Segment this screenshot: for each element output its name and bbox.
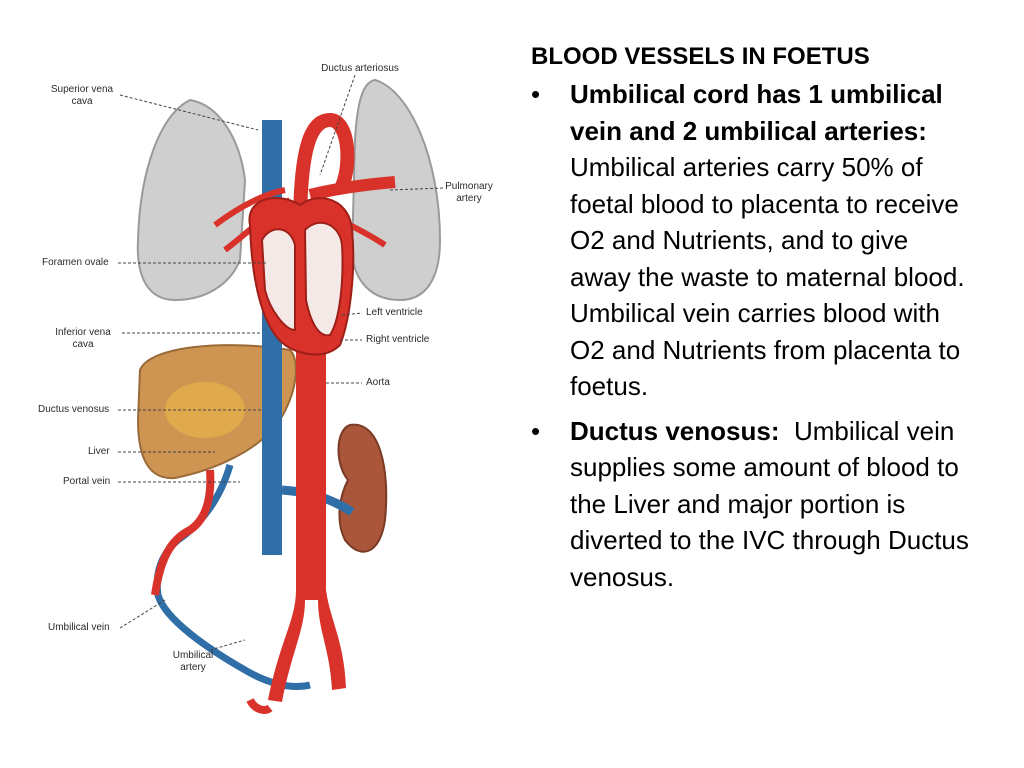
- circulation-illustration: [118, 74, 444, 714]
- slide-heading: BLOOD VESSELS IN FOETUS: [531, 43, 870, 70]
- bullet-umbilical-cord: • Umbilical cord has 1 umbilical vein an…: [531, 76, 971, 405]
- bullet2-bold: Ductus venosus:: [570, 415, 780, 446]
- text-panel: BLOOD VESSELS IN FOETUS • Umbilical cord…: [531, 40, 971, 603]
- label-aorta: Aorta: [366, 377, 390, 388]
- label-ductus-venosus: Ductus venosus: [38, 404, 110, 415]
- bullet1-bold: Umbilical cord has 1 umbilical vein and …: [570, 79, 943, 146]
- pointer-lines: [118, 74, 444, 651]
- foetal-circulation-diagram: Superior vena cava Ductus arteriosus Pul…: [38, 63, 493, 714]
- kidney-organ: [337, 423, 388, 553]
- heart-chambers: [260, 221, 344, 337]
- bullet-marker: •: [531, 79, 541, 109]
- bullet1-text: Umbilical arteries carry 50% of foetal b…: [570, 152, 965, 401]
- label-right-ventricle: Right ventricle: [366, 334, 430, 345]
- bullet2-text: Umbilical vein supplies some amount of b…: [570, 415, 977, 592]
- right-lung: [136, 98, 247, 302]
- pulmonary-artery-vessel: [308, 176, 396, 201]
- label-umbilical-artery: Umbilical artery: [172, 650, 214, 673]
- label-foramen-ovale: Foramen ovale: [42, 257, 109, 268]
- umbilical-artery-vessel: [151, 469, 273, 714]
- label-left-ventricle: Left ventricle: [366, 307, 423, 318]
- label-ductus-arteriosus: Ductus arteriosus: [321, 63, 399, 74]
- aorta-vessel: [268, 330, 346, 702]
- label-portal-vein: Portal vein: [63, 476, 111, 487]
- label-pulmonary-artery: Pulmonary artery: [445, 181, 493, 204]
- label-inferior-vena-cava: Inferior vena cava: [55, 327, 111, 350]
- label-umbilical-vein: Umbilical vein: [48, 622, 110, 633]
- label-superior-vena-cava: Superior vena cava: [50, 84, 114, 107]
- bullet-marker: •: [531, 415, 541, 446]
- aortic-arch-vessel: [293, 112, 355, 231]
- label-liver: Liver: [88, 446, 110, 457]
- bullet-ductus-venosus: • Ductus venosus: Umbilical vein supplie…: [531, 413, 971, 596]
